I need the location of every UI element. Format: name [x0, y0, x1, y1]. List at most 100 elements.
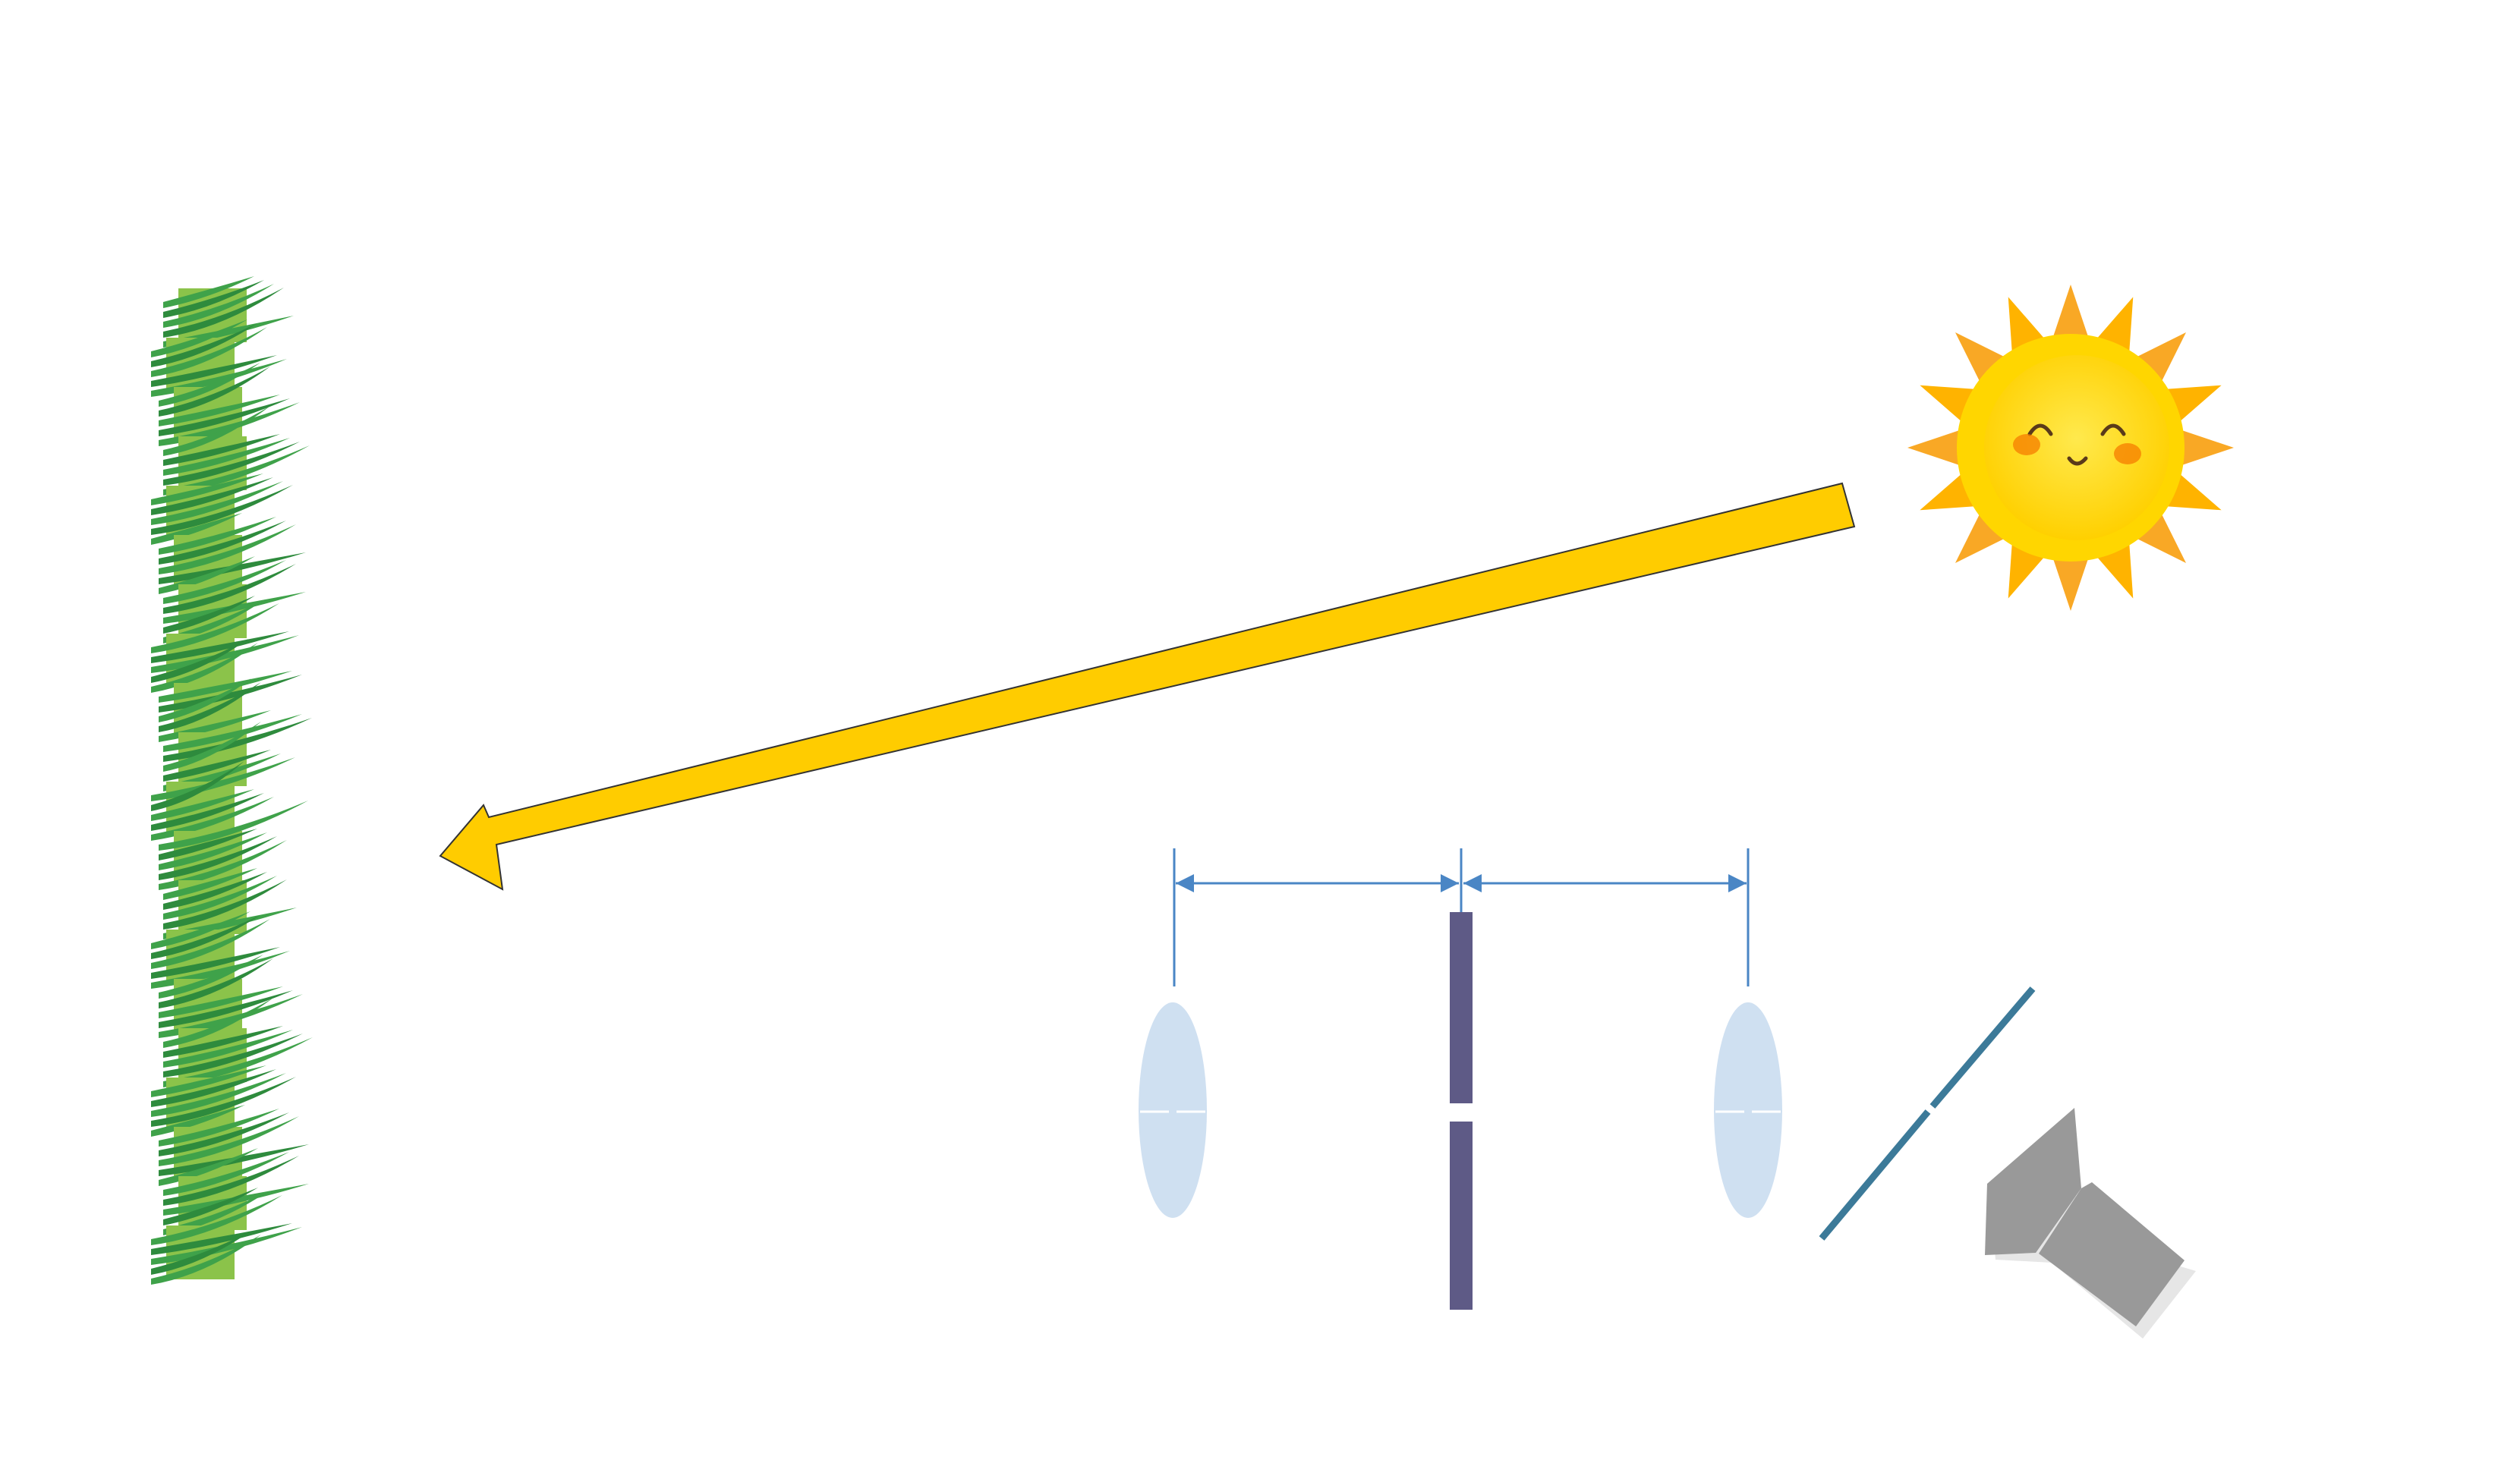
grass-blade	[159, 682, 261, 732]
grass-blade	[159, 398, 290, 436]
grass-blade	[159, 832, 267, 870]
grass-blade	[159, 836, 277, 880]
grass-blade	[163, 1037, 313, 1087]
grass-blade	[163, 1030, 293, 1068]
grass-blade	[159, 521, 286, 565]
grass-blade	[159, 1109, 279, 1147]
grass-blade	[151, 1073, 286, 1117]
grass-blade	[151, 761, 244, 811]
grass-blade	[163, 722, 261, 772]
lens-left	[1139, 1002, 1207, 1218]
grass-blade	[151, 631, 289, 663]
grass-blade	[151, 797, 274, 841]
grass-blade	[151, 1235, 261, 1285]
sun-ray	[2051, 552, 2090, 611]
sun-right-cheek	[2114, 443, 2141, 464]
sunlight-arrow	[439, 482, 1856, 891]
grass-blade	[163, 1034, 303, 1078]
grass-blade	[151, 1065, 266, 1097]
grass-blade	[159, 1112, 289, 1156]
grass-blade	[151, 477, 273, 515]
grass-blade	[159, 990, 293, 1028]
grass-blade	[159, 363, 260, 407]
grass-blade	[159, 675, 302, 713]
grass-blade	[159, 801, 308, 851]
fold-mirror	[1819, 986, 2036, 1241]
grass-blade	[151, 643, 258, 693]
grass-blade	[163, 288, 284, 338]
grass-blade	[163, 276, 254, 308]
grass-blade	[163, 872, 267, 910]
grass-blade	[163, 438, 290, 476]
sun-mouth	[2067, 456, 2088, 466]
grass-blade	[151, 915, 260, 959]
grass-blade	[151, 327, 267, 377]
grass-blade	[151, 474, 263, 505]
grass-blade	[159, 671, 292, 703]
camera-sensor-icon	[1985, 1108, 2196, 1339]
grass-blade	[163, 442, 300, 486]
grass-blade	[163, 434, 280, 466]
grass-blade	[159, 840, 287, 890]
sun-ray	[2130, 507, 2187, 564]
grass-blade	[163, 1026, 283, 1058]
grass-blade	[163, 445, 310, 496]
grass-blade	[151, 789, 254, 821]
sun-ray	[1955, 332, 2011, 389]
grass-blade	[163, 599, 265, 643]
grass-blade	[159, 955, 263, 999]
sun-left-cheek	[2013, 434, 2040, 455]
grass-blade	[151, 911, 250, 949]
grass-blade	[163, 406, 270, 456]
grass-blade	[151, 757, 295, 801]
grass-blade	[163, 868, 257, 900]
grass-blade	[151, 635, 299, 673]
sun-ray	[1955, 507, 2011, 564]
grass-blade	[159, 958, 273, 1008]
grass-blade	[163, 1156, 299, 1206]
grass-strip-icon	[151, 276, 313, 1285]
grass-blade	[159, 402, 300, 446]
grass-blade	[163, 596, 255, 634]
grass-blade	[151, 1231, 251, 1275]
grass-blade	[151, 485, 293, 535]
grass-blade	[151, 355, 277, 387]
grass-blade	[151, 639, 248, 683]
grass-blade	[151, 319, 247, 357]
grass-blade	[151, 919, 270, 969]
grass-blade	[151, 947, 280, 979]
grass-blade	[159, 678, 251, 722]
lens-right	[1714, 1002, 1782, 1218]
grass-blade	[163, 750, 271, 782]
grass-blade	[151, 1195, 282, 1245]
grass-blade	[151, 603, 279, 653]
sun-ray	[2175, 428, 2234, 467]
grass-blade	[151, 1069, 276, 1107]
grass-blade	[163, 876, 277, 920]
grass-blade	[163, 592, 306, 624]
sun-ray	[2051, 285, 2090, 344]
grass-blade	[151, 1077, 296, 1127]
grass-blade	[151, 1223, 292, 1255]
grass-blade	[159, 1116, 299, 1166]
sun-ray	[1907, 428, 1967, 467]
grass-blade	[159, 986, 283, 1018]
grass-blade	[159, 367, 270, 417]
grass-blade	[163, 998, 273, 1048]
grass-blade	[163, 1188, 258, 1225]
sun-right-eye	[2100, 423, 2126, 436]
grass-blade	[159, 395, 280, 426]
smiling-sun-icon	[1907, 285, 2234, 611]
grass-blade	[163, 714, 302, 752]
grass-blade	[163, 560, 286, 604]
sun-left-eye	[2027, 423, 2053, 436]
slit-plate	[1450, 912, 1473, 1310]
sun-face	[1984, 355, 2169, 540]
grass-blade	[151, 481, 283, 525]
grass-blade	[163, 1152, 289, 1196]
grass-blade	[163, 280, 264, 318]
sun-ray	[2130, 332, 2187, 389]
grass-blade	[163, 564, 296, 614]
grass-blade	[163, 1191, 268, 1235]
